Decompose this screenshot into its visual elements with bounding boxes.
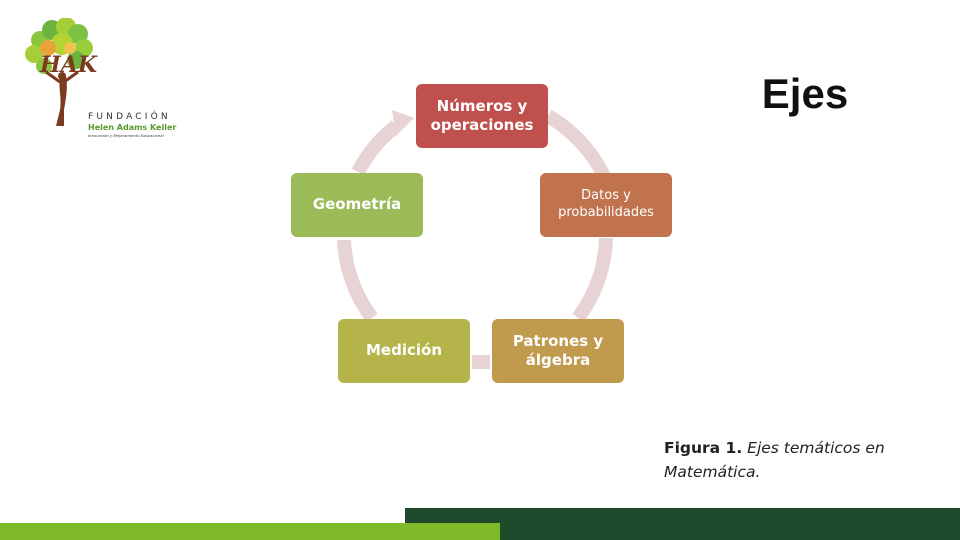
arrow-medicion-geometria (337, 239, 378, 323)
tree-logo-icon: HAK (25, 17, 98, 126)
caption-label: Figura 1. (664, 439, 743, 457)
node-geometria: Geometría (291, 173, 423, 237)
logo-fundacion: FUNDACIÓN (88, 112, 171, 122)
logo-name: Helen Adams Keller (88, 123, 177, 132)
arrow-datos-patrones (572, 237, 613, 323)
slide-title: Ejes (761, 70, 849, 117)
figure-caption: Figura 1. Ejes temáticos en Matemática. (664, 436, 924, 484)
arrow-head (392, 110, 414, 136)
logo: HAK FUNDACIÓN Helen Adams Keller Innovac… (18, 17, 176, 138)
node-datos-probabilidades: Datos y probabilidades (540, 173, 672, 237)
arrow-geometria-numeros (351, 120, 401, 176)
logo-tagline: Innovación y Mejoramiento Educacional (88, 133, 164, 138)
node-numeros-operaciones: Números y operaciones (416, 84, 548, 148)
caption-text: Ejes temáticos en Matemática. (664, 439, 885, 482)
footer-bar-light (0, 523, 500, 540)
node-patrones-algebra: Patrones y álgebra (492, 319, 624, 383)
arrow-numeros-datos (544, 109, 611, 180)
node-medicion: Medición (338, 319, 470, 383)
